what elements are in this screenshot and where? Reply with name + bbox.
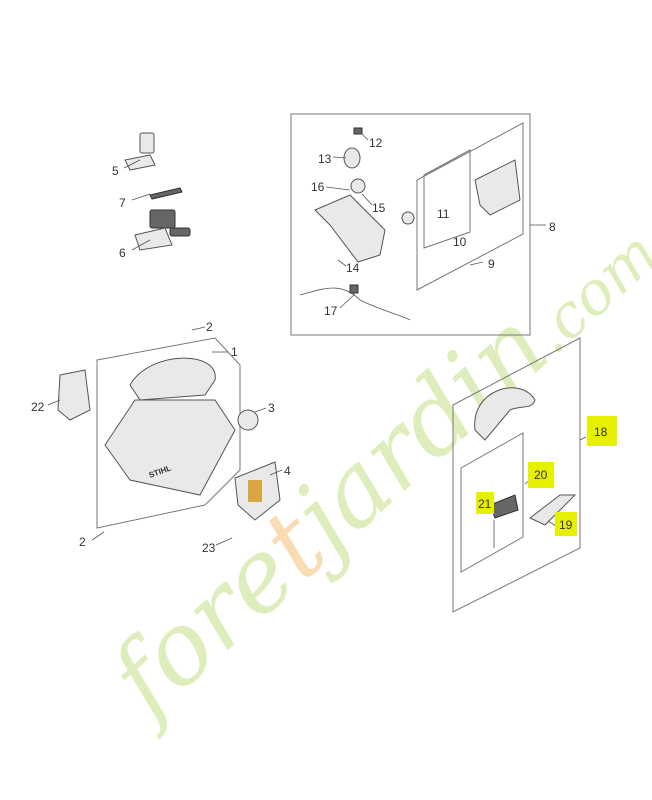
label-6[interactable]: 6 (119, 246, 126, 260)
label-12[interactable]: 12 (369, 136, 383, 150)
label-1[interactable]: 1 (231, 345, 238, 359)
label-4[interactable]: 4 (284, 464, 291, 478)
label-2-bottom[interactable]: 2 (79, 535, 86, 549)
label-15[interactable]: 15 (372, 201, 386, 215)
loop-handle-box (452, 337, 581, 613)
housing-box: STIHL (57, 337, 281, 529)
label-17[interactable]: 17 (324, 304, 338, 318)
label-11[interactable]: 11 (437, 207, 450, 221)
highlight-21 (476, 492, 494, 514)
parts-group-top-left (124, 132, 191, 251)
label-22[interactable]: 22 (31, 400, 45, 414)
label-8[interactable]: 8 (549, 220, 556, 234)
label-14[interactable]: 14 (346, 261, 360, 275)
label-20[interactable]: 20 (534, 468, 548, 482)
label-23[interactable]: 23 (202, 541, 216, 555)
highlight-19 (555, 512, 577, 536)
highlight-18 (587, 416, 617, 446)
handle-assembly-box (290, 113, 531, 336)
label-5[interactable]: 5 (112, 164, 119, 178)
label-16[interactable]: 16 (311, 180, 325, 194)
label-19[interactable]: 19 (559, 518, 573, 532)
highlight-20 (528, 462, 554, 488)
label-9[interactable]: 9 (488, 257, 495, 271)
label-21[interactable]: 21 (478, 497, 492, 511)
label-3[interactable]: 3 (268, 401, 275, 415)
label-7[interactable]: 7 (119, 196, 126, 210)
label-2-top[interactable]: 2 (206, 320, 213, 334)
label-13[interactable]: 13 (318, 152, 332, 166)
label-10[interactable]: 10 (453, 235, 467, 249)
label-18[interactable]: 18 (594, 425, 608, 439)
